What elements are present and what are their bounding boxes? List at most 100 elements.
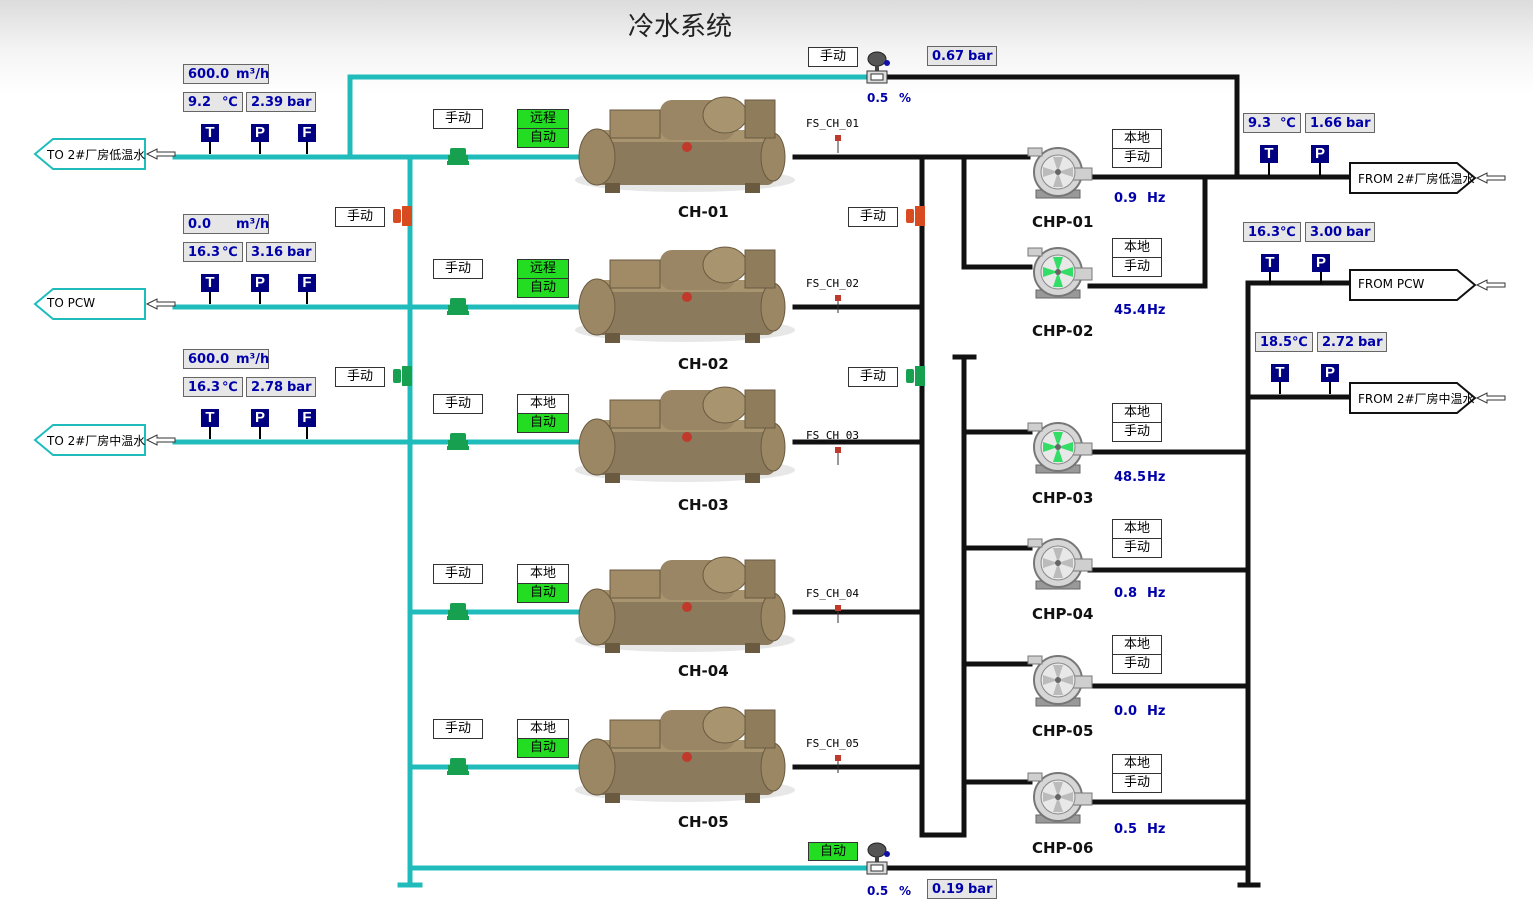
control-valve-top[interactable] <box>866 51 890 84</box>
outlet1-f-sensor[interactable]: F <box>298 274 316 292</box>
valve-ch01[interactable] <box>447 148 469 165</box>
chiller-ch03-control-status-top[interactable]: 本地 <box>518 395 568 414</box>
chiller-ch01-valve-mode-button[interactable]: 手动 <box>433 109 483 129</box>
chiller-ch05-control-status-top[interactable]: 本地 <box>518 720 568 739</box>
flow-switch-marker-05 <box>835 755 841 773</box>
valve-ch05[interactable] <box>447 758 469 775</box>
bypass-valve-4[interactable] <box>906 366 925 386</box>
chiller-ch02-control-status[interactable]: 远程自动 <box>517 259 569 298</box>
flow-switch-04-label: FS_CH_04 <box>806 587 859 600</box>
pump-chp01-mode-status-top[interactable]: 本地 <box>1113 130 1161 149</box>
outlet2-f-sensor[interactable]: F <box>298 409 316 427</box>
pump-chp01[interactable] <box>1027 147 1093 199</box>
outlet0-p-sensor[interactable]: P <box>251 124 269 142</box>
chiller-ch05[interactable] <box>575 706 795 803</box>
chiller-ch01-control-status-bottom[interactable]: 自动 <box>518 129 568 147</box>
outlet2-p-sensor-stem <box>259 427 261 439</box>
chiller-ch04-control-status[interactable]: 本地自动 <box>517 564 569 603</box>
pump-chp03-mode-status[interactable]: 本地手动 <box>1112 403 1162 442</box>
chiller-ch04-control-status-top[interactable]: 本地 <box>518 565 568 584</box>
outlet2-p-sensor[interactable]: P <box>251 409 269 427</box>
inlet0-t-sensor[interactable]: T <box>1260 145 1278 163</box>
chiller-ch02[interactable] <box>575 246 795 343</box>
bypass-valve-3-mode-button[interactable]: 手动 <box>848 207 898 227</box>
pump-chp03[interactable] <box>1027 422 1093 474</box>
chiller-ch02-control-status-bottom[interactable]: 自动 <box>518 279 568 297</box>
inlet-tag-pcw[interactable]: FROM PCW <box>1350 270 1475 300</box>
bypass-valve-1-mode-button[interactable]: 手动 <box>335 207 385 227</box>
outlet-tag-mid-temp[interactable]: TO 2#厂房中温水 <box>35 425 145 455</box>
chiller-ch02-control-status-top[interactable]: 远程 <box>518 260 568 279</box>
chiller-ch05-control-status[interactable]: 本地自动 <box>517 719 569 758</box>
bypass-valve-2-mode-button[interactable]: 手动 <box>335 367 385 387</box>
pump-chp01-mode-status-bottom[interactable]: 手动 <box>1113 149 1161 167</box>
pump-chp06-mode-status[interactable]: 本地手动 <box>1112 754 1162 793</box>
chiller-ch01-control-status[interactable]: 远程自动 <box>517 109 569 148</box>
outlet1-t-sensor[interactable]: T <box>201 274 219 292</box>
inlet0-temp-box: 9.3℃ <box>1243 113 1301 133</box>
chiller-ch05-label: CH-05 <box>678 813 729 831</box>
bypass-valve-1[interactable] <box>393 206 412 226</box>
inlet2-t-sensor[interactable]: T <box>1271 364 1289 382</box>
chiller-ch01[interactable] <box>575 96 795 193</box>
pump-chp06[interactable] <box>1027 772 1093 824</box>
pump-chp02-mode-status[interactable]: 本地手动 <box>1112 238 1162 277</box>
chiller-ch01-control-status-top[interactable]: 远程 <box>518 110 568 129</box>
pump-chp03-mode-status-bottom[interactable]: 手动 <box>1113 423 1161 441</box>
pump-chp05-mode-status-top[interactable]: 本地 <box>1113 636 1161 655</box>
pump-chp02[interactable] <box>1027 247 1093 299</box>
top-valve-mode-button[interactable]: 手动 <box>808 47 858 67</box>
inlet-tag-pcw-shape <box>1349 269 1506 301</box>
pump-chp05[interactable] <box>1027 655 1093 707</box>
inlet1-p-sensor[interactable]: P <box>1312 254 1330 272</box>
chiller-ch03-control-status[interactable]: 本地自动 <box>517 394 569 433</box>
pump-chp03-mode-status-top[interactable]: 本地 <box>1113 404 1161 423</box>
chiller-ch03-valve-mode-button[interactable]: 手动 <box>433 394 483 414</box>
outlet0-f-sensor-stem <box>306 142 308 154</box>
valve-ch03[interactable] <box>447 433 469 450</box>
chiller-ch02-valve-mode-button[interactable]: 手动 <box>433 259 483 279</box>
inlet-tag-mid-temp[interactable]: FROM 2#厂房中温水 <box>1350 383 1475 413</box>
pump-chp04-mode-status[interactable]: 本地手动 <box>1112 519 1162 558</box>
chiller-ch04[interactable] <box>575 556 795 653</box>
bypass-valve-3[interactable] <box>906 206 925 226</box>
chiller-ch05-control-status-bottom[interactable]: 自动 <box>518 739 568 757</box>
pump-chp05-mode-status-bottom[interactable]: 手动 <box>1113 655 1161 673</box>
outlet2-t-sensor[interactable]: T <box>201 409 219 427</box>
chiller-ch04-label: CH-04 <box>678 662 729 680</box>
inlet0-temp-box-unit: ℃ <box>1280 116 1296 131</box>
pump-chp01-mode-status[interactable]: 本地手动 <box>1112 129 1162 168</box>
inlet1-temp-box-unit: ℃ <box>1280 225 1296 240</box>
bypass-valve-2[interactable] <box>393 366 412 386</box>
outlet0-f-sensor[interactable]: F <box>298 124 316 142</box>
pump-chp04-mode-status-top[interactable]: 本地 <box>1113 520 1161 539</box>
pump-chp02-mode-status-top[interactable]: 本地 <box>1113 239 1161 258</box>
bottom-valve-mode-button[interactable]: 自动 <box>808 842 858 861</box>
chiller-ch03[interactable] <box>575 386 795 483</box>
chiller-ch04-control-status-bottom[interactable]: 自动 <box>518 584 568 602</box>
chiller-ch03-control-status-bottom[interactable]: 自动 <box>518 414 568 432</box>
inlet2-p-sensor[interactable]: P <box>1321 364 1339 382</box>
bypass-valve-4-mode-button[interactable]: 手动 <box>848 367 898 387</box>
chiller-ch04-valve-mode-button[interactable]: 手动 <box>433 564 483 584</box>
chiller-ch05-valve-mode-button[interactable]: 手动 <box>433 719 483 739</box>
inlet1-t-sensor[interactable]: T <box>1261 254 1279 272</box>
outlet-tag-low-temp[interactable]: TO 2#厂房低温水 <box>35 139 145 169</box>
valve-ch02[interactable] <box>447 298 469 315</box>
pump-chp04-mode-status-bottom[interactable]: 手动 <box>1113 539 1161 557</box>
pump-chp04[interactable] <box>1027 538 1093 590</box>
inlet0-p-sensor[interactable]: P <box>1311 145 1329 163</box>
inlet-tag-low-temp[interactable]: FROM 2#厂房低温水 <box>1350 163 1475 193</box>
control-valve-bottom[interactable] <box>866 842 890 875</box>
outlet-tag-pcw[interactable]: TO PCW <box>35 289 145 319</box>
outlet0-t-sensor[interactable]: T <box>201 124 219 142</box>
outlet1-p-sensor[interactable]: P <box>251 274 269 292</box>
valve-ch04[interactable] <box>447 603 469 620</box>
pump-chp05-mode-status[interactable]: 本地手动 <box>1112 635 1162 674</box>
outlet1-pressure-box-value: 3.16 <box>251 245 284 260</box>
pump-chp06-mode-status-top[interactable]: 本地 <box>1113 755 1161 774</box>
pump-chp06-mode-status-bottom[interactable]: 手动 <box>1113 774 1161 792</box>
pump-chp02-mode-status-bottom[interactable]: 手动 <box>1113 258 1161 276</box>
